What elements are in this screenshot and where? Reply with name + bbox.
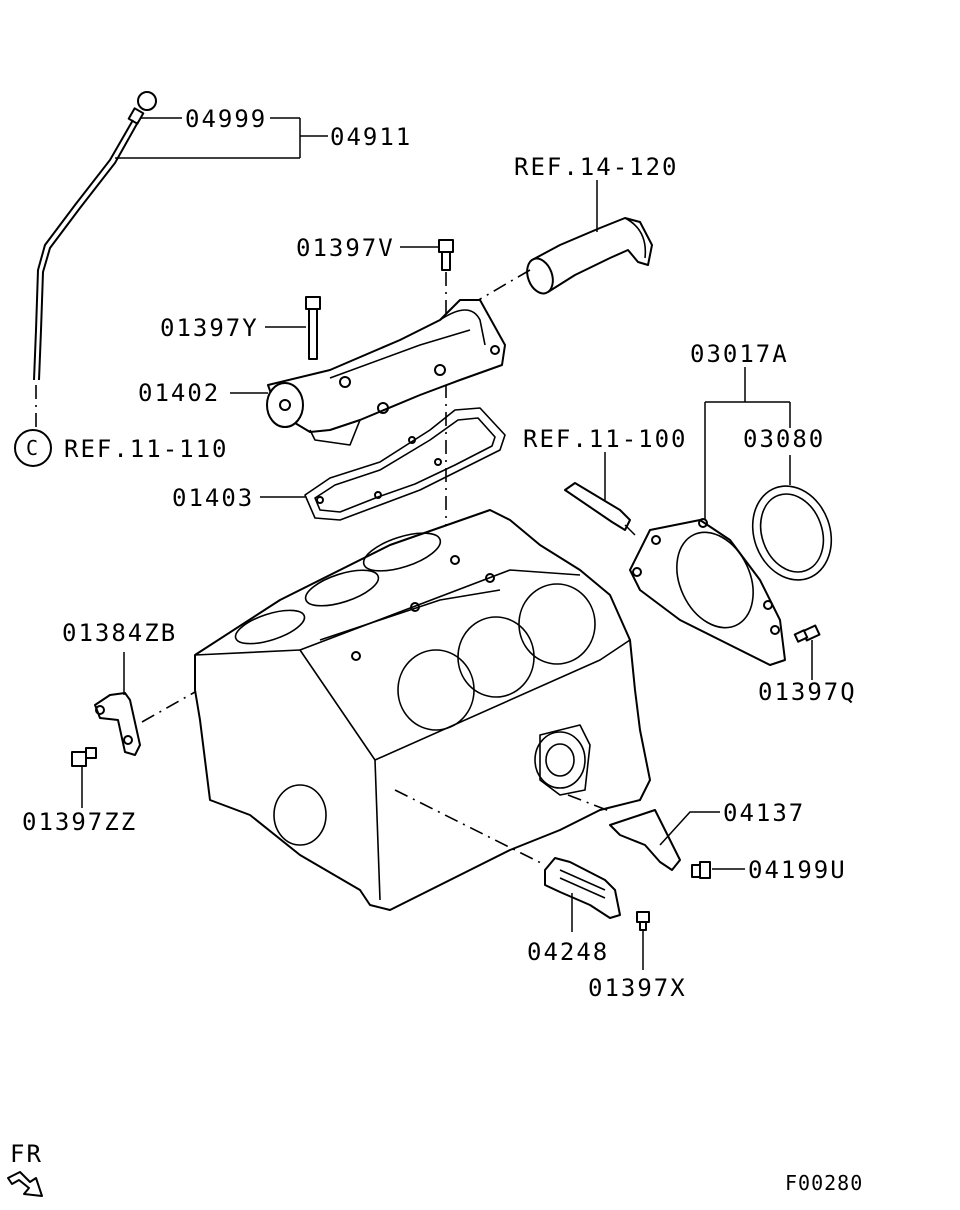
dipstick[interactable] bbox=[33, 91, 157, 428]
leader-04999 bbox=[115, 117, 328, 159]
front-arrow-icon bbox=[7, 1171, 43, 1197]
leader-03017a bbox=[704, 367, 791, 520]
label-ref-11-110[interactable]: REF.11-110 bbox=[64, 435, 229, 463]
label-01397v: 01397V bbox=[296, 234, 395, 262]
bolt-01397y[interactable] bbox=[305, 296, 321, 360]
leader-04137 bbox=[659, 811, 720, 846]
sealant-tube[interactable] bbox=[564, 482, 636, 536]
label-04248: 04248 bbox=[527, 938, 609, 966]
label-01397y: 01397Y bbox=[160, 314, 259, 342]
engine-block bbox=[194, 509, 651, 911]
ref-circle-c[interactable]: C bbox=[14, 429, 52, 467]
label-ref-14-120[interactable]: REF.14-120 bbox=[514, 153, 679, 181]
label-04911: 04911 bbox=[330, 123, 412, 151]
axis-01384zb bbox=[141, 691, 196, 723]
label-ref-11-100[interactable]: REF.11-100 bbox=[523, 425, 688, 453]
water-pipe[interactable] bbox=[523, 217, 653, 297]
label-04999: 04999 bbox=[185, 105, 267, 133]
ref-circle-c-letter: C bbox=[26, 436, 39, 460]
cover-01402[interactable] bbox=[266, 299, 506, 446]
label-01397x: 01397X bbox=[588, 974, 687, 1002]
label-fr: FR bbox=[10, 1140, 43, 1168]
label-01397zz: 01397ZZ bbox=[22, 808, 137, 836]
label-03080: 03080 bbox=[743, 425, 825, 453]
bolt-04199u[interactable] bbox=[691, 861, 711, 879]
bolt-01397v[interactable] bbox=[438, 239, 454, 271]
label-01397q: 01397Q bbox=[758, 678, 857, 706]
label-01403: 01403 bbox=[172, 484, 254, 512]
oil-screen-04248[interactable] bbox=[544, 857, 621, 919]
gasket-01403[interactable] bbox=[304, 407, 506, 521]
seal-case-03017a[interactable] bbox=[629, 518, 786, 666]
label-01402: 01402 bbox=[138, 379, 220, 407]
bolt-01397q[interactable] bbox=[793, 624, 821, 643]
bracket-01384zb[interactable] bbox=[94, 692, 141, 756]
label-04137: 04137 bbox=[723, 799, 805, 827]
label-01384zb: 01384ZB bbox=[62, 619, 177, 647]
oil-seal-03080[interactable] bbox=[740, 475, 844, 591]
axis-04137 bbox=[567, 794, 613, 813]
figure-id: F00280 bbox=[785, 1171, 863, 1195]
bracket-04137[interactable] bbox=[609, 809, 681, 871]
bolt-01397x[interactable] bbox=[636, 911, 650, 931]
label-04199u: 04199U bbox=[748, 856, 847, 884]
bolt-01397zz[interactable] bbox=[71, 747, 97, 767]
label-03017a: 03017A bbox=[690, 340, 789, 368]
